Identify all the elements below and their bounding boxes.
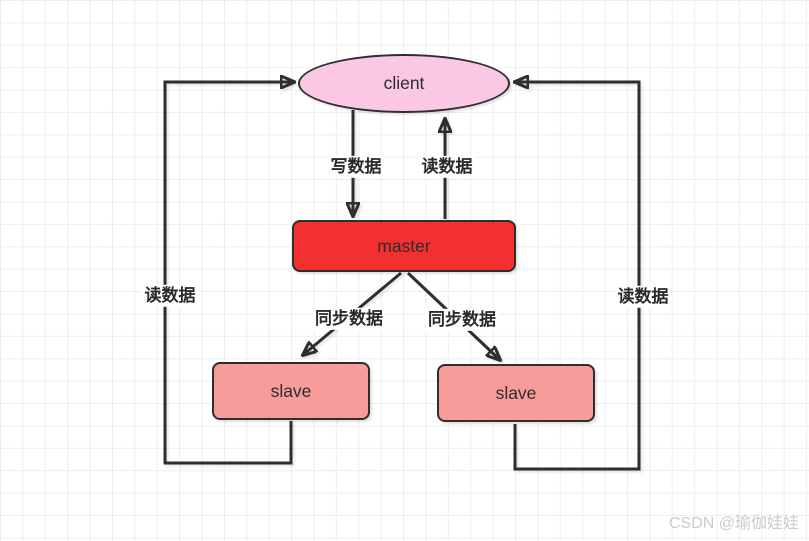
write-data-edge-label: 写数据 — [327, 155, 385, 179]
csdn-watermark: CSDN @瑜伽娃娃 — [668, 515, 799, 532]
sync-data-left-edge-label: 同步数据 — [312, 307, 386, 331]
slave-left-node-label: slave — [270, 380, 312, 401]
slave-right-node-label: slave — [495, 382, 537, 403]
read-data-left-edge-label: 读数据 — [141, 284, 199, 308]
client-node: client — [298, 54, 510, 113]
master-node: master — [292, 220, 516, 272]
read-data-right-edge-label: 读数据 — [614, 285, 672, 309]
edge-read-right-loop — [515, 82, 641, 471]
read-data-top-edge-label: 读数据 — [418, 155, 476, 179]
master-node-label: master — [377, 235, 431, 256]
edge-read-left-loop — [163, 82, 294, 465]
slave-right-node: slave — [437, 364, 595, 422]
client-node-label: client — [383, 73, 425, 93]
sync-data-right-edge-label: 同步数据 — [425, 308, 499, 332]
slave-left-node: slave — [212, 362, 370, 420]
